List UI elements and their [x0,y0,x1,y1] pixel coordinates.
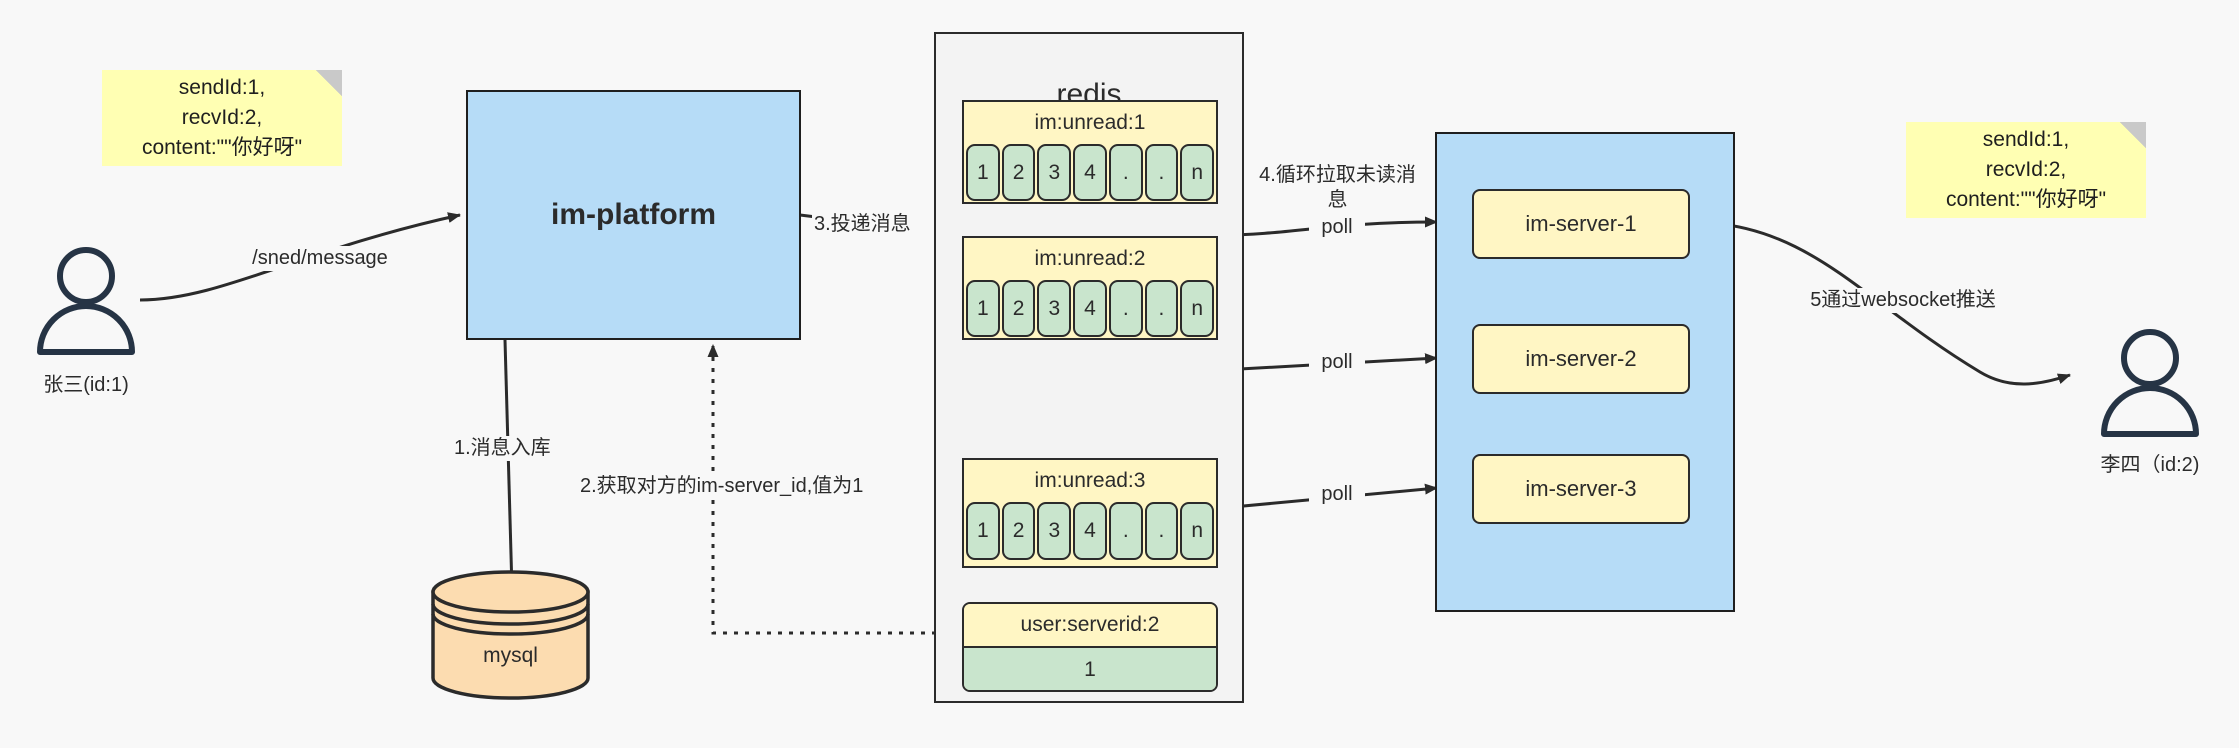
redis-cell[interactable]: 2 [1001,502,1036,560]
redis-cell[interactable]: n [1180,502,1215,560]
database-cylinder-icon [431,570,590,700]
actor-sender [26,240,146,385]
redis-cell[interactable]: . [1108,502,1143,560]
edge-label-step-1: 1.消息入库 [452,436,616,461]
redis-cell[interactable]: . [1108,280,1143,337]
edge-label-poll-1: poll [1309,215,1365,240]
redis-unread-group-2: im:unread:2 1 2 3 4 . . n [962,236,1218,340]
note-left-line-2: recvId:2, [181,106,263,130]
redis-cell[interactable]: n [1180,144,1215,201]
redis-cell[interactable]: n [1180,280,1215,337]
redis-cell[interactable]: . [1108,144,1143,201]
redis-cell[interactable]: 1 [966,144,1000,201]
redis-cell[interactable]: 4 [1073,502,1107,560]
person-icon [2101,329,2199,437]
note-right-line-2: recvId:2, [1985,158,2067,182]
sticky-note-right: sendId:1, recvId:2, content:""你好呀" [1906,122,2146,218]
im-server-node-3[interactable]: im-server-3 [1472,454,1690,524]
note-left-line-3: content:""你好呀" [141,135,303,159]
person-icon [37,247,135,355]
im-server-node-1[interactable]: im-server-1 [1472,189,1690,259]
redis-cell[interactable]: . [1144,280,1179,337]
actor-receiver [2090,322,2210,467]
mysql-database[interactable]: mysql [428,570,593,700]
note-fold-icon [2120,122,2146,148]
redis-cell[interactable]: 3 [1037,280,1072,337]
redis-unread-key-2: im:unread:2 [1034,247,1146,270]
edge-label-step-3: 3.投递消息 [812,212,946,237]
redis-cell[interactable]: 4 [1073,280,1107,337]
redis-unread-cells-1: 1 2 3 4 . . n [964,144,1216,203]
redis-unread-key-3: im:unread:3 [1034,469,1146,492]
redis-cell[interactable]: . [1144,502,1179,560]
edge-label-step-5: 5通过websocket推送 [1786,288,2020,313]
redis-unread-group-1: im:unread:1 1 2 3 4 . . n [962,100,1218,204]
redis-unread-cells-3: 1 2 3 4 . . n [964,502,1216,562]
edge-label-send-message: /sned/message [228,246,412,271]
redis-unread-key-1: im:unread:1 [1034,111,1146,134]
redis-cell[interactable]: 4 [1073,144,1107,201]
edge-label-step-2: 2.获取对方的im-server_id,值为1 [578,474,892,499]
edge-label-poll-2: poll [1309,350,1365,375]
redis-cell[interactable]: 1 [966,280,1000,337]
redis-cell[interactable]: 2 [1001,144,1036,201]
actor-receiver-label: 李四（id:2) [2100,454,2200,476]
sticky-note-left: sendId:1, recvId:2, content:""你好呀" [102,70,342,166]
redis-cell[interactable]: 2 [1001,280,1036,337]
mysql-label: mysql [483,644,538,667]
redis-user-serverid-block: user:serverid:2 1 [962,602,1218,692]
redis-cell[interactable]: 3 [1037,144,1072,201]
edge-label-poll-3: poll [1309,482,1365,507]
im-server-node-2[interactable]: im-server-2 [1472,324,1690,394]
redis-container: redis im:unread:1 1 2 3 4 . . n im:unrea… [934,32,1244,703]
note-right-line-1: sendId:1, [1982,128,2070,152]
im-platform-box[interactable]: im-platform [466,90,801,340]
redis-cell[interactable]: 1 [966,502,1000,560]
actor-sender-label: 张三(id:1) [43,374,129,396]
im-server-cluster: im-server-1 im-server-2 im-server-3 [1435,132,1735,612]
redis-user-serverid-value[interactable]: 1 [964,648,1216,690]
redis-cell[interactable]: 3 [1037,502,1072,560]
edge-label-step-4: 4.循环拉取未读消 息 [1253,163,1422,213]
redis-cell[interactable]: . [1144,144,1179,201]
redis-user-serverid-key: user:serverid:2 [964,604,1216,648]
note-fold-icon [316,70,342,96]
redis-unread-group-3: im:unread:3 1 2 3 4 . . n [962,458,1218,568]
note-left-line-1: sendId:1, [178,76,266,100]
note-right-line-3: content:""你好呀" [1945,187,2107,211]
redis-unread-cells-2: 1 2 3 4 . . n [964,280,1216,339]
